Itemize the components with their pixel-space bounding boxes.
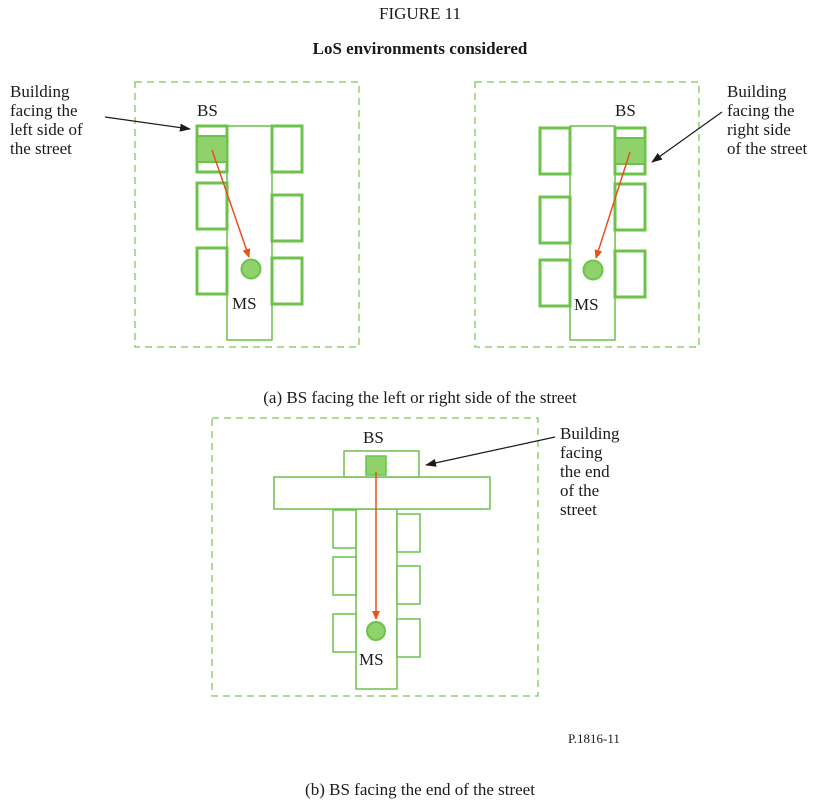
callout-line: right side	[727, 120, 791, 139]
callout-line: the street	[10, 139, 72, 158]
right-ms-terminal	[582, 259, 604, 281]
callout-line: of the	[560, 481, 600, 500]
right-building	[613, 249, 647, 299]
right-signal-arrow	[594, 151, 631, 259]
end-scenario	[211, 417, 556, 697]
right-building	[538, 195, 572, 245]
left-building	[270, 124, 304, 174]
left-scenario	[104, 81, 360, 348]
callout-line: facing	[560, 443, 603, 462]
panel-a-caption: (a) BS facing the left or right side of …	[263, 388, 577, 407]
figure-reference: P.1816-11	[568, 731, 620, 746]
callout-line: left side of	[10, 120, 83, 139]
left-ms-label: MS	[232, 294, 257, 313]
figure-number: FIGURE 11	[378, 4, 461, 23]
end-building	[332, 613, 357, 653]
end-bs-label: BS	[363, 428, 384, 447]
right-bs-antenna	[614, 137, 646, 165]
end-building	[396, 618, 421, 658]
left-street	[226, 125, 273, 341]
callout-line: Building	[560, 424, 620, 443]
end-callout-text: Building facing the end of the street	[560, 424, 620, 519]
figure-title: LoS environments considered	[312, 39, 528, 58]
left-bs-antenna	[196, 135, 228, 163]
end-building	[396, 565, 421, 605]
callout-line: Building	[727, 82, 787, 101]
left-building	[195, 181, 229, 231]
left-callout-text: Building facing the left side of the str…	[10, 82, 83, 158]
panel-b-caption: (b) BS facing the end of the street	[305, 780, 535, 799]
end-building	[332, 556, 357, 596]
right-bs-label: BS	[615, 101, 636, 120]
callout-line: the end	[560, 462, 610, 481]
end-building	[396, 513, 421, 553]
right-street	[569, 125, 616, 341]
right-building	[613, 182, 647, 232]
right-building	[538, 126, 572, 176]
end-ms-terminal	[366, 621, 386, 641]
end-area-boundary	[211, 417, 539, 697]
right-callout-text: Building facing the right side of the st…	[727, 82, 807, 158]
callout-line: of the street	[727, 139, 808, 158]
left-bs-label: BS	[197, 101, 218, 120]
left-ms-terminal	[240, 258, 262, 280]
end-ms-label: MS	[359, 650, 384, 669]
left-building	[270, 193, 304, 243]
left-building	[195, 246, 229, 296]
left-area-boundary	[134, 81, 360, 348]
end-cross-street	[273, 476, 491, 510]
right-callout-pointer	[651, 111, 723, 163]
callout-line: facing the	[10, 101, 78, 120]
left-building	[270, 256, 304, 306]
left-signal-arrow	[211, 149, 251, 258]
end-building	[332, 509, 357, 549]
callout-line: street	[560, 500, 597, 519]
callout-line: Building	[10, 82, 70, 101]
right-ms-label: MS	[574, 295, 599, 314]
callout-line: facing the	[727, 101, 795, 120]
right-scenario	[474, 81, 723, 348]
right-building	[538, 258, 572, 308]
right-area-boundary	[474, 81, 700, 348]
end-callout-pointer	[425, 436, 556, 467]
left-callout-pointer	[104, 116, 191, 132]
